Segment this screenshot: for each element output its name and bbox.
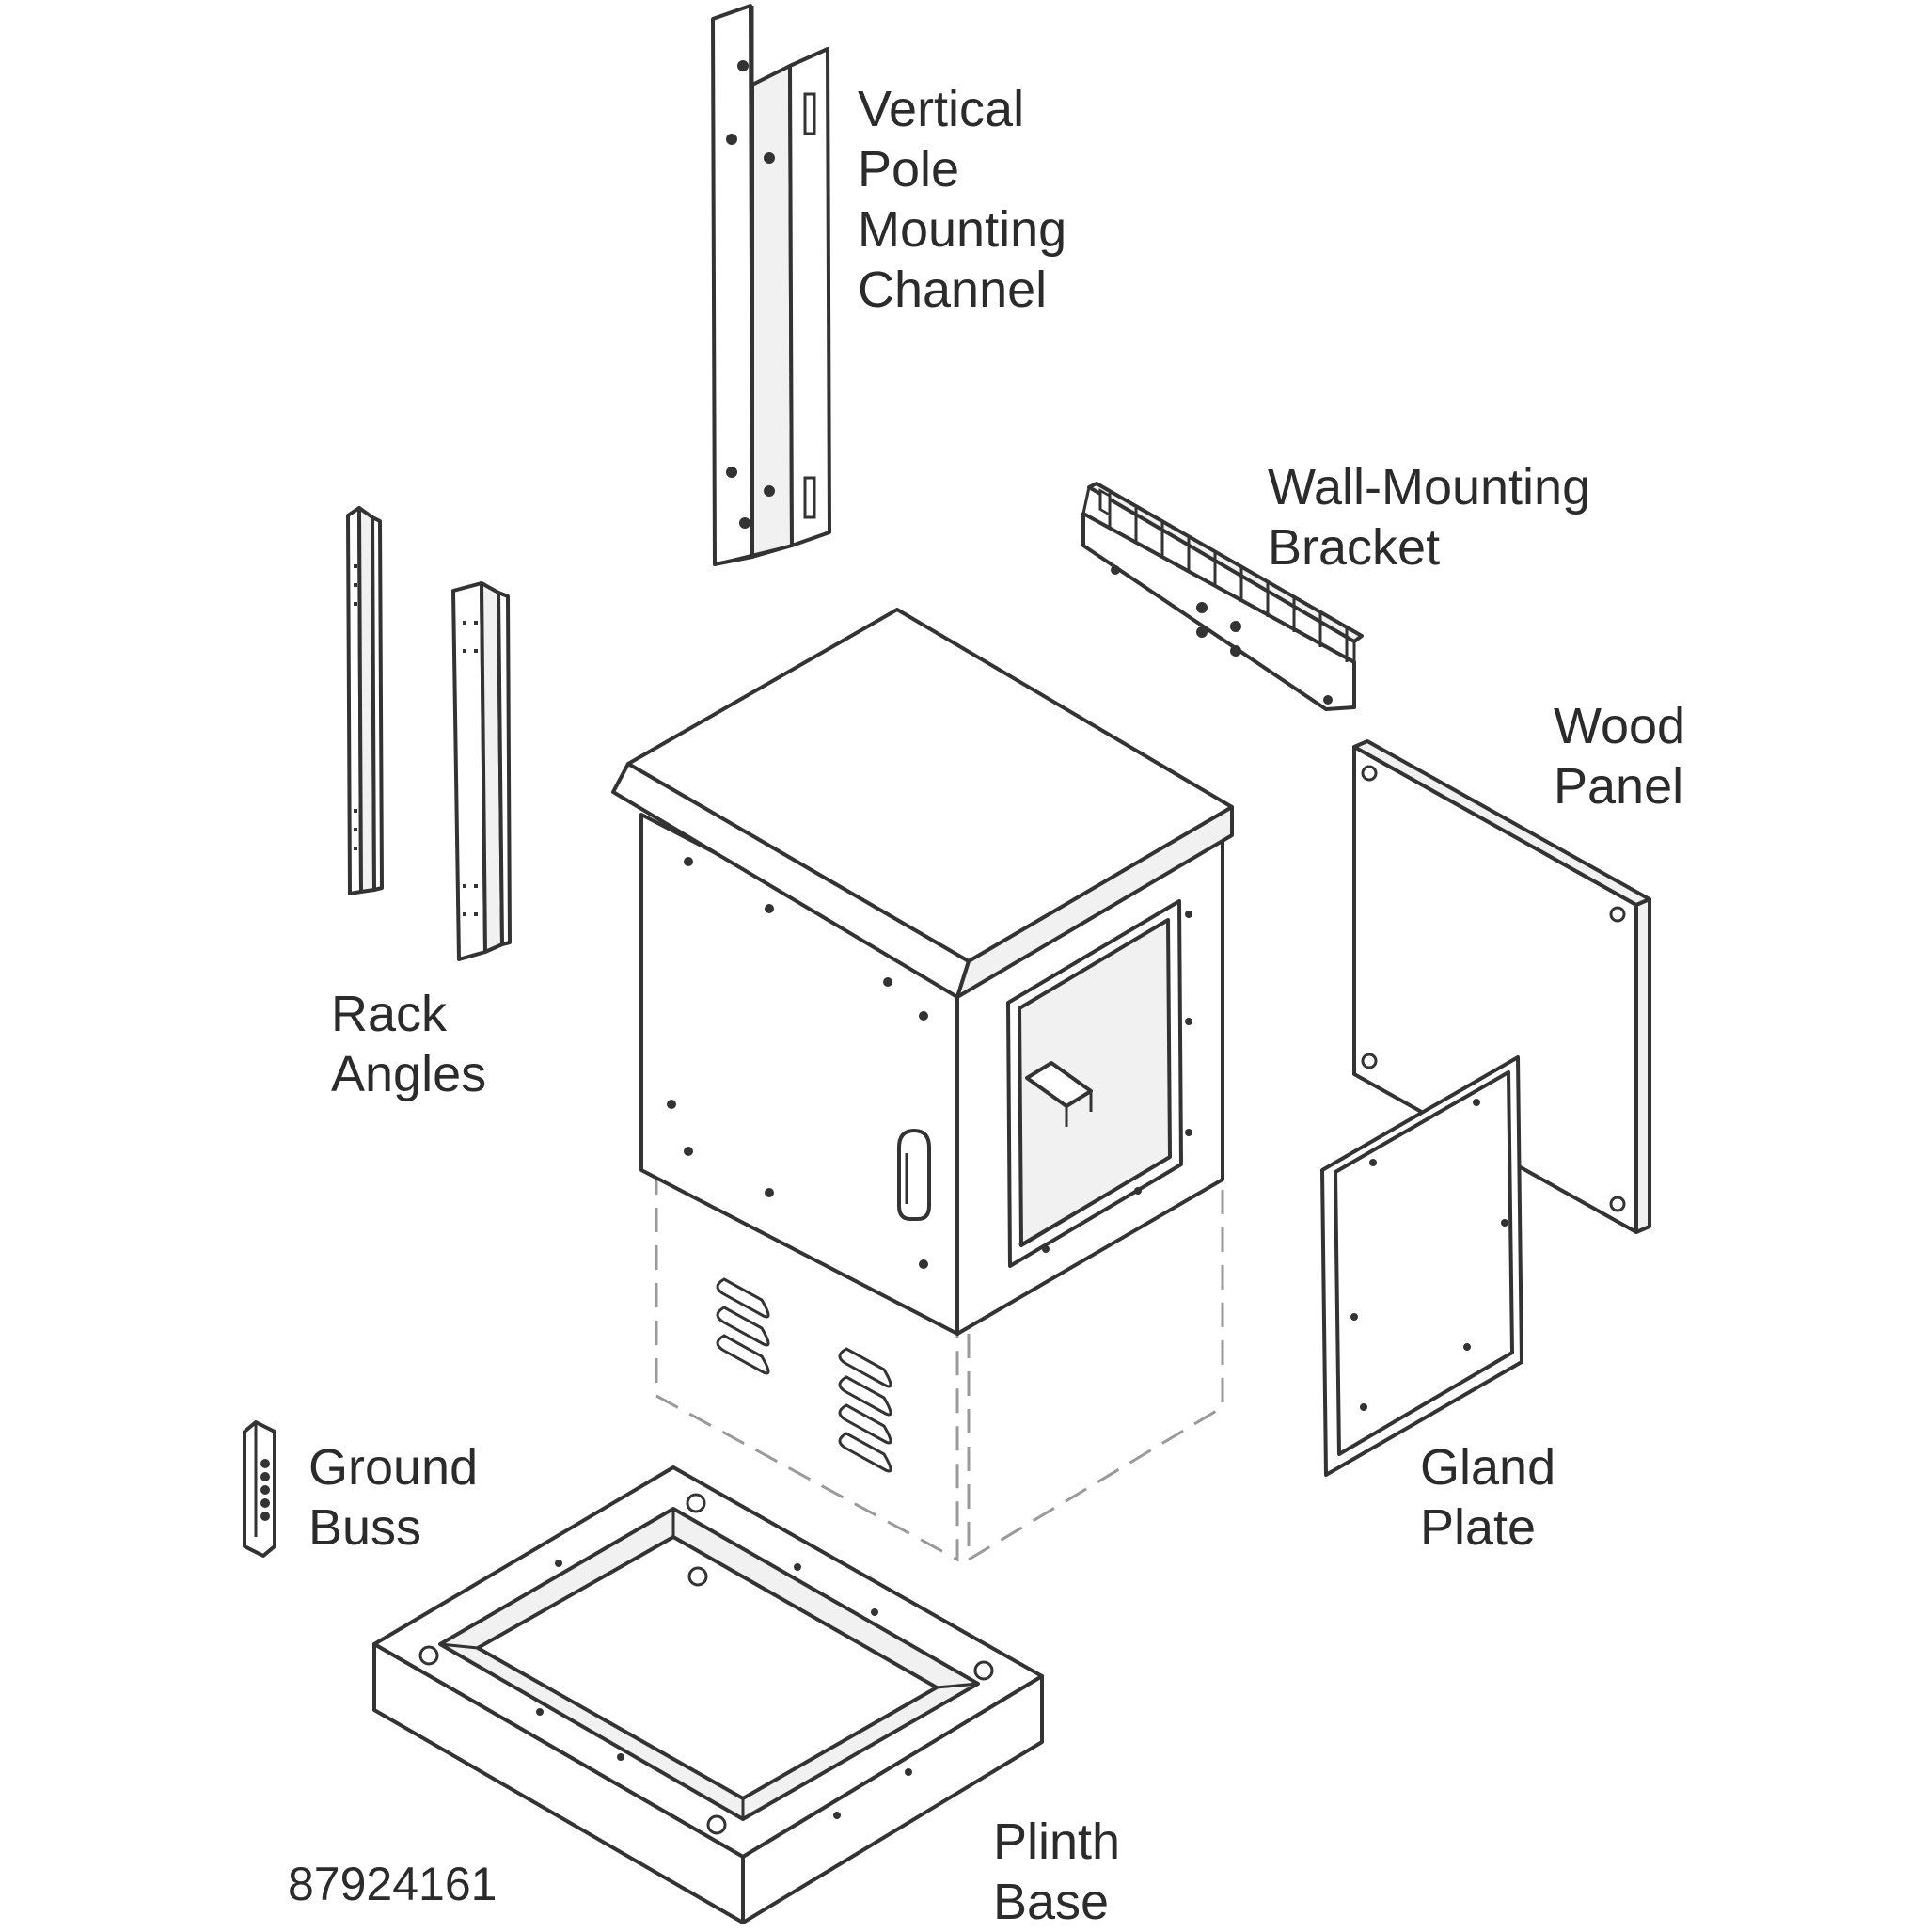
label-gland-plate: Gland Plate bbox=[1420, 1437, 1555, 1558]
label-line: Channel bbox=[858, 261, 1048, 318]
gland-plate bbox=[1320, 1055, 1523, 1477]
label-line: Angles bbox=[331, 1046, 487, 1102]
label-line: Bracket bbox=[1268, 519, 1441, 576]
label-line: Pole bbox=[858, 141, 960, 198]
label-line: Wood bbox=[1554, 698, 1686, 754]
label-ground-buss: Ground Buss bbox=[308, 1437, 478, 1558]
label-line: Gland bbox=[1420, 1439, 1556, 1496]
label-line: Base bbox=[993, 1874, 1110, 1930]
label-vertical-pole-mounting-channel: Vertical Pole Mounting Channel bbox=[858, 79, 1066, 320]
label-line: Panel bbox=[1554, 758, 1684, 815]
rack-angles bbox=[346, 506, 512, 961]
vertical-pole-mounting-channel bbox=[711, 4, 831, 566]
figure-id: 87924161 bbox=[288, 1858, 497, 1910]
label-line: Wall-Mounting bbox=[1268, 459, 1591, 515]
label-wall-mounting-bracket: Wall-Mounting Bracket bbox=[1268, 457, 1590, 578]
label-line: Plate bbox=[1420, 1499, 1537, 1556]
label-line: Vertical bbox=[858, 81, 1025, 137]
label-rack-angles: Rack Angles bbox=[331, 984, 486, 1104]
enclosure-dashed-extension bbox=[655, 1170, 1224, 1562]
label-line: Mounting bbox=[858, 201, 1067, 258]
label-line: Buss bbox=[308, 1499, 422, 1556]
ground-buss bbox=[243, 1420, 276, 1558]
enclosure-cabinet bbox=[611, 608, 1234, 1336]
label-line: Rack bbox=[331, 986, 448, 1042]
label-line: Ground bbox=[308, 1439, 479, 1496]
plinth-base bbox=[372, 1465, 1044, 1924]
label-plinth-base: Plinth Base bbox=[993, 1812, 1120, 1932]
label-wood-panel: Wood Panel bbox=[1554, 696, 1685, 816]
label-line: Plinth bbox=[993, 1813, 1121, 1870]
wall-mounting-bracket bbox=[1081, 482, 1364, 711]
